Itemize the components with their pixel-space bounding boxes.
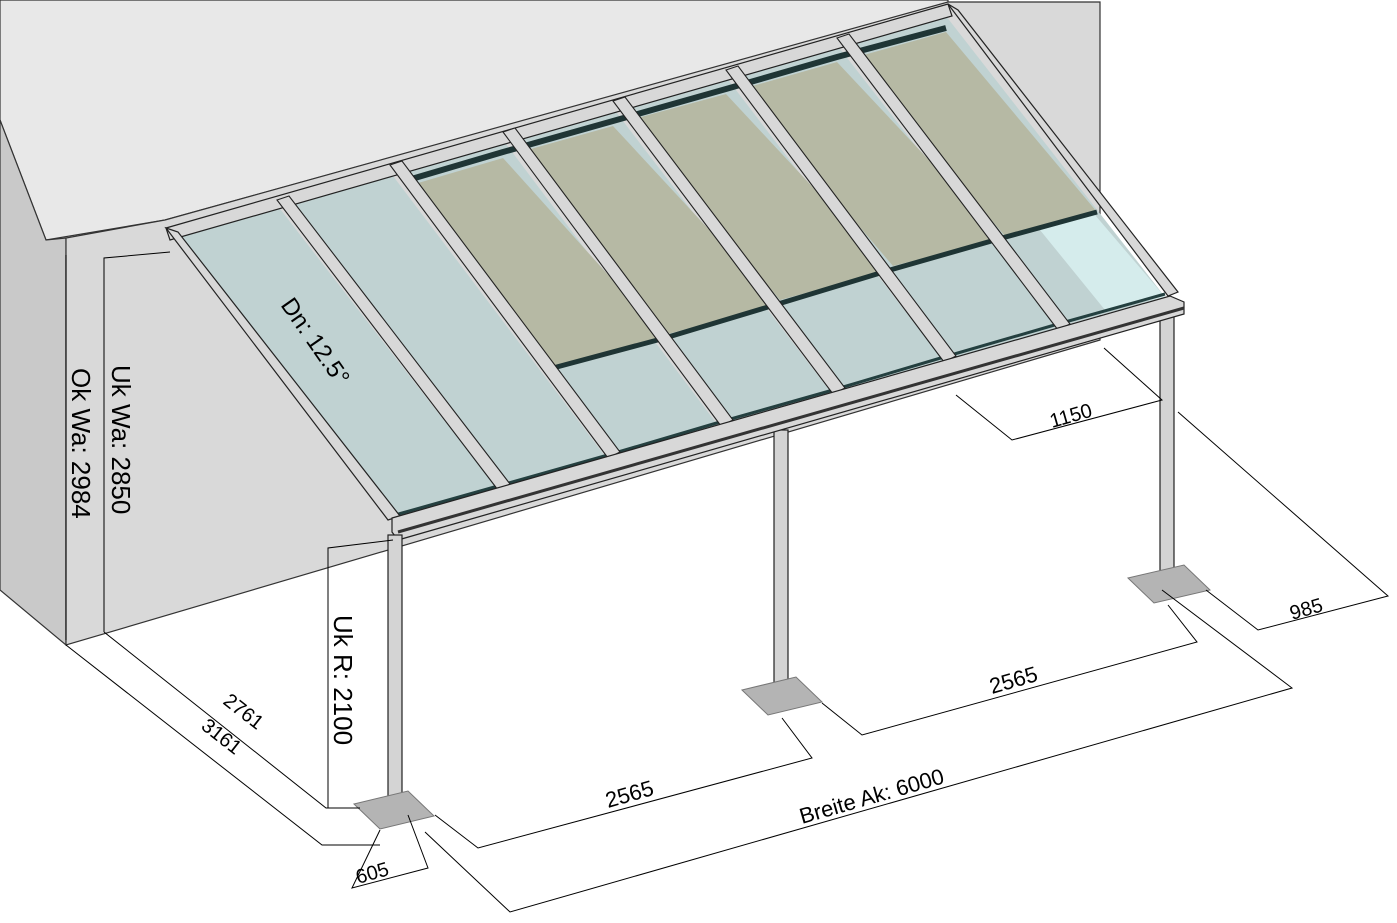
side-rafter-right <box>947 3 1179 297</box>
label-uk-wall: Uk Wa: 2850 <box>106 365 136 514</box>
glass-pane-end <box>1040 215 1165 310</box>
awning-section-2 <box>520 126 778 334</box>
awning-section-5 <box>853 32 1097 236</box>
post-left <box>387 534 403 811</box>
awning-section-4 <box>742 62 1002 266</box>
glass-pane-2 <box>289 172 608 488</box>
label-overhang-left: 605 <box>353 858 391 888</box>
label-top-offset: 1150 <box>1047 400 1094 433</box>
dim-top-offset-line <box>955 347 1164 441</box>
base-plate-middle <box>740 676 824 716</box>
base-plate-right <box>1126 564 1212 604</box>
label-width-total: Breite Ak: 6000 <box>796 764 946 829</box>
dim-overhang-right-line <box>1177 411 1390 631</box>
dim-depth-outer-line <box>65 644 380 846</box>
rafter-4 <box>612 96 846 395</box>
post-middle <box>773 429 789 701</box>
awning-front-rail <box>552 209 1098 371</box>
label-ok-wall: Ok Wa: 2984 <box>66 368 96 519</box>
gutter-beam-shadow <box>397 306 1185 534</box>
dim-uk-wall-line <box>103 251 171 632</box>
rafter-5 <box>725 65 957 363</box>
awning-section-3 <box>630 94 890 300</box>
base-plate-left <box>352 790 436 830</box>
dim-overhang-left-line <box>351 814 429 889</box>
rafter-3 <box>502 127 734 427</box>
rafter-2 <box>389 160 621 459</box>
wall-profile <box>165 3 953 241</box>
glass-pane-1 <box>172 205 498 520</box>
label-uk-gutter: Uk R: 2100 <box>328 615 358 745</box>
dim-post-spacing-1-line <box>434 717 813 849</box>
gutter-beam <box>391 295 1185 541</box>
dim-post-spacing-2-line <box>821 604 1198 736</box>
dim-width-total-line <box>424 589 1294 913</box>
label-overhang-right: 985 <box>1287 594 1325 624</box>
dim-uk-gutter-line <box>327 539 394 808</box>
awning-section-1 <box>408 158 665 368</box>
dim-depth-inner-line <box>103 631 360 809</box>
glass-lower-edge <box>394 292 1166 517</box>
post-right <box>1159 307 1175 589</box>
